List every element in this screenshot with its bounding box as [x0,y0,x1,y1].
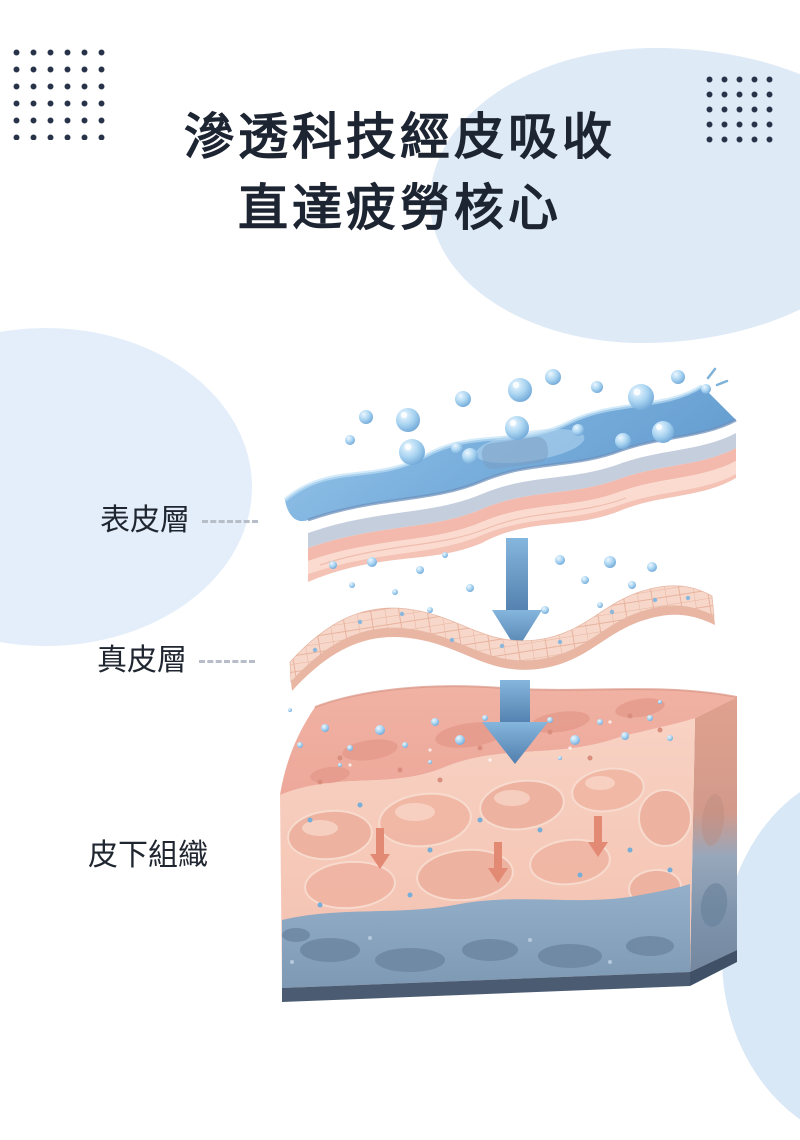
label-epidermis: 表皮層 [100,506,258,536]
label-dermis-leader-line [199,659,255,663]
tissue-diffusion-arrows [370,816,608,883]
label-subcutaneous: 皮下組織 [88,841,208,871]
title-line-1: 滲透科技經皮吸收 [184,109,616,165]
dot-grid-top-left [8,44,106,140]
subcutaneous-tissue-block [280,685,738,1002]
serum-droplets [345,369,711,465]
penetrating-droplets-upper [329,552,657,618]
absorbed-particles [307,802,673,908]
dot-grid-top-right [702,72,774,148]
absorption-arrow-down-1 [492,538,542,650]
background-blob-left [0,328,252,646]
label-dermis: 真皮層 [97,646,255,676]
absorption-arrow-down-2 [482,680,548,764]
label-dermis-text: 真皮層 [97,644,187,677]
label-subcutaneous-text: 皮下組織 [88,839,208,872]
label-epidermis-text: 表皮層 [100,504,190,537]
label-epidermis-leader-line [202,519,258,523]
title-line-2: 直達疲勞核心 [238,180,562,236]
skin-layers-illustration [280,367,738,1002]
page-title: 滲透科技經皮吸收直達疲勞核心 [0,102,800,244]
epidermis-layer [283,367,737,582]
